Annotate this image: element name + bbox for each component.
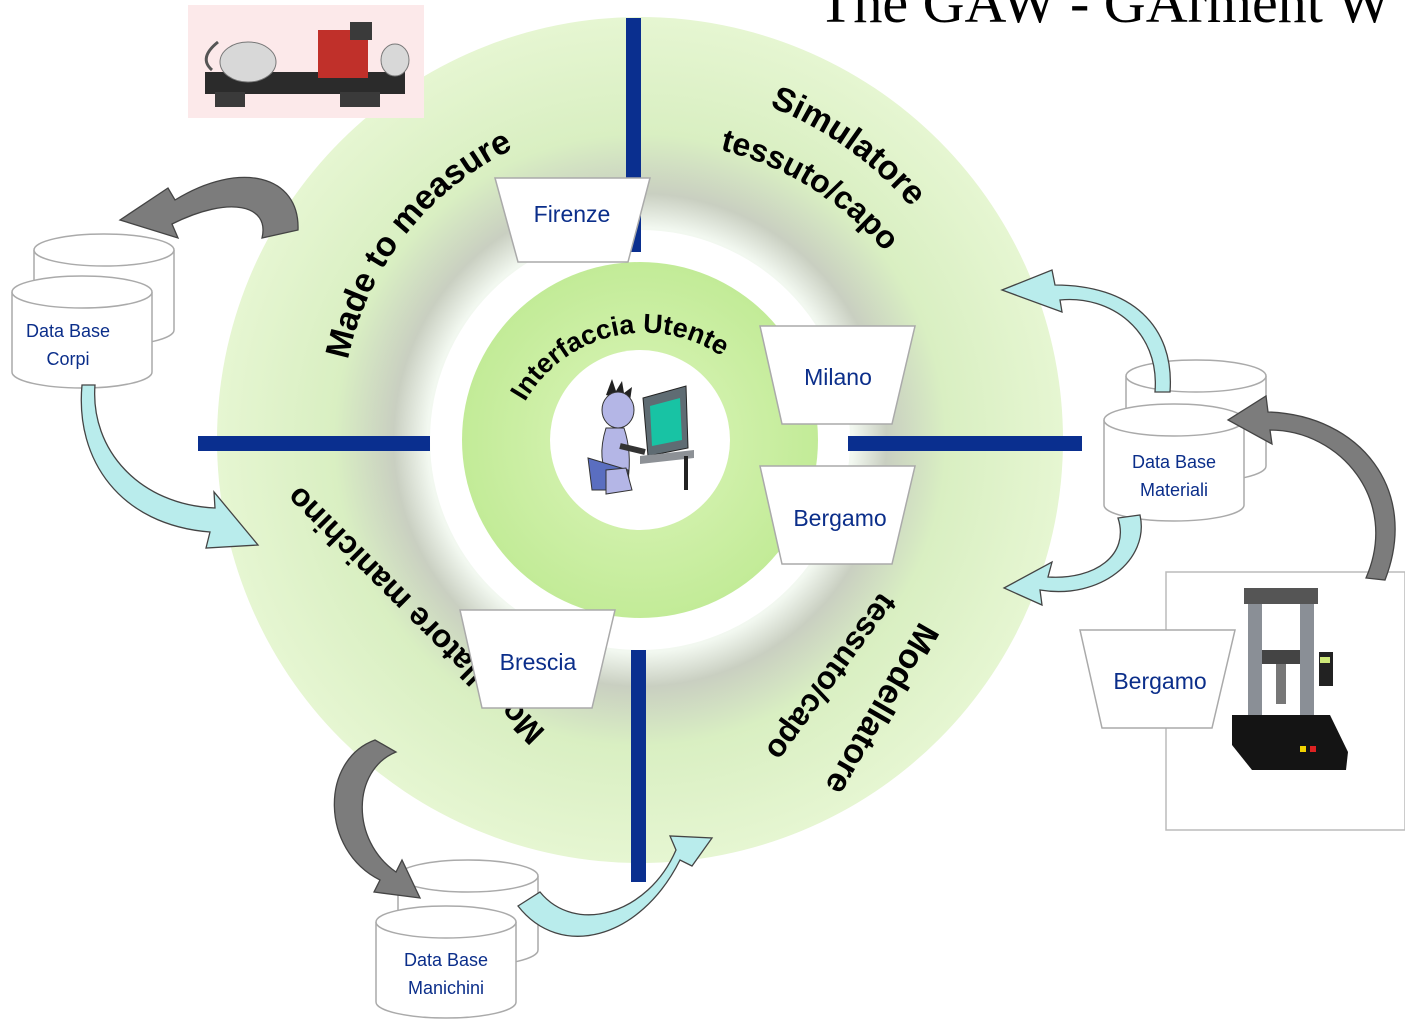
- arrow-sim-to-materiali: [1000, 269, 1171, 393]
- arrow-man-to-manichini: [333, 739, 422, 899]
- svg-text:Materiali: Materiali: [1140, 480, 1208, 500]
- site-bergamo-outer: Bergamo: [1079, 629, 1236, 729]
- computer-user-icon: [587, 379, 694, 495]
- svg-text:Data Base: Data Base: [1132, 452, 1216, 472]
- tensile-testing-machine-icon: [1232, 588, 1348, 770]
- slide-title: The GAW - GArment W: [818, 0, 1392, 35]
- svg-text:Bergamo: Bergamo: [1113, 668, 1206, 694]
- site-brescia: Brescia: [459, 609, 616, 709]
- svg-text:Data Base: Data Base: [404, 950, 488, 970]
- core: [550, 350, 730, 530]
- divider-bars: [198, 18, 1082, 882]
- body-scanner-machine-icon: [188, 5, 424, 118]
- svg-text:Firenze: Firenze: [534, 201, 611, 227]
- arrow-corpi-to-mtm: [80, 384, 260, 549]
- arrow-scanner-to-corpi: [118, 176, 299, 240]
- svg-text:Brescia: Brescia: [500, 649, 577, 675]
- site-milano: Milano: [759, 325, 916, 425]
- arrow-manichini-to-mod: [517, 835, 714, 937]
- db-manichini: Data Base Manichini: [375, 905, 517, 1019]
- db-materiali: Data Base Materiali: [1103, 403, 1245, 522]
- site-bergamo-inner: Bergamo: [759, 465, 916, 565]
- arrow-materiali-to-mod: [1002, 514, 1142, 607]
- svg-text:Manichini: Manichini: [408, 978, 484, 998]
- arrow-tester-to-materiali: [1226, 394, 1396, 581]
- svg-text:Data Base: Data Base: [26, 321, 110, 341]
- db-corpi: Data Base Corpi: [11, 275, 153, 389]
- svg-text:Milano: Milano: [804, 364, 872, 390]
- svg-text:Corpi: Corpi: [46, 349, 89, 369]
- svg-text:Bergamo: Bergamo: [793, 505, 886, 531]
- site-firenze: Firenze: [494, 177, 651, 263]
